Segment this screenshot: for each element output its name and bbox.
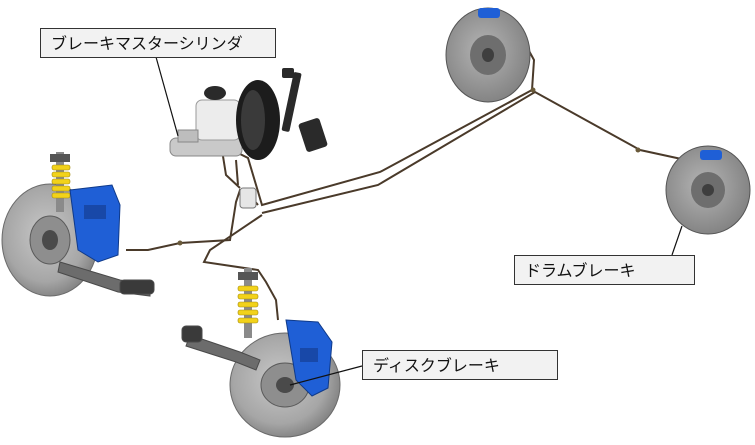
suspension-arm-icon xyxy=(181,325,261,371)
line-fittings xyxy=(177,87,641,246)
leader-lines xyxy=(155,56,683,386)
drum-brake-label: ドラムブレーキ xyxy=(514,255,695,285)
brake-caliper-icon xyxy=(69,184,121,263)
coil-spring-icon xyxy=(50,152,71,212)
brake-booster-icon xyxy=(236,80,280,160)
proportioning-valve-icon xyxy=(239,187,257,209)
disc-brake-label: ディスクブレーキ xyxy=(362,350,558,380)
suspension-arm-icon xyxy=(57,261,155,297)
brake-pedal-icon xyxy=(281,68,328,152)
drum-brake-icon xyxy=(665,145,751,235)
coil-spring-icon xyxy=(237,268,259,338)
drum-brake-icon xyxy=(445,7,531,103)
master-cylinder-label: ブレーキマスターシリンダ xyxy=(40,28,276,58)
master-cylinder-icon xyxy=(169,86,243,157)
